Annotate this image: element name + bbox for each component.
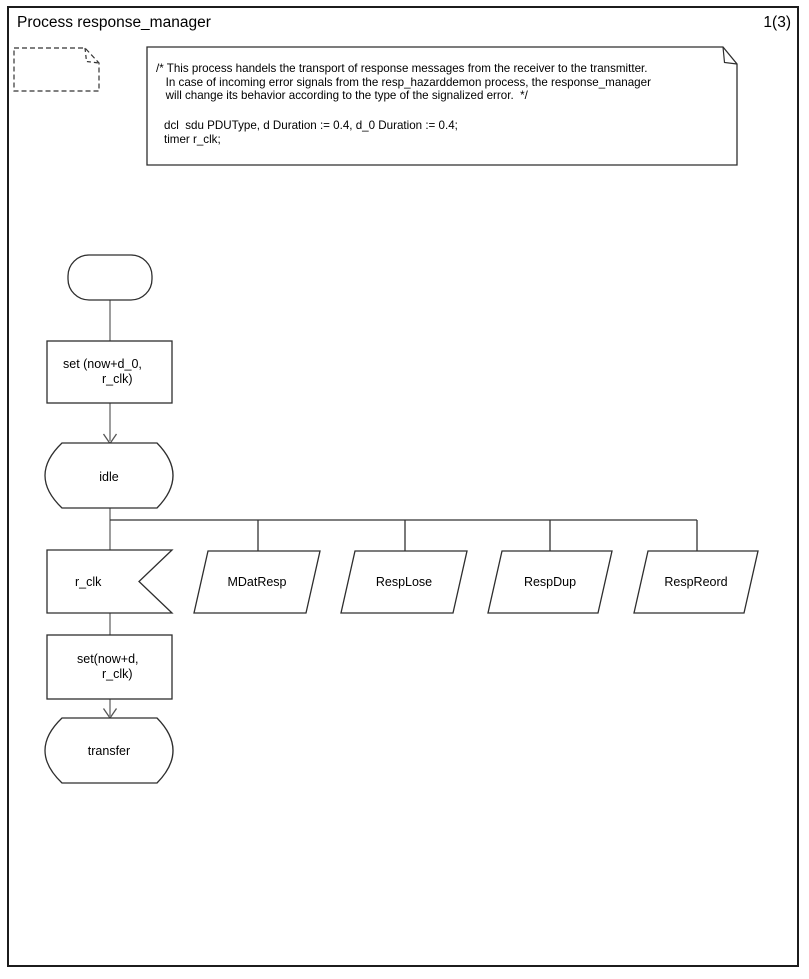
state-label: idle: [99, 470, 119, 484]
task-label-line1: set (now+d_0,: [63, 357, 142, 371]
comment-note-box: [146, 46, 738, 166]
signal-respreord: RespReord: [633, 550, 759, 614]
state-idle: idle: [44, 442, 174, 509]
signal-label: RespReord: [664, 575, 727, 589]
signal-respdup: RespDup: [487, 550, 613, 614]
task-set-timer: set(now+d, r_clk): [46, 634, 173, 700]
task-set-initial-timer: set (now+d_0, r_clk): [46, 340, 173, 404]
text-symbol-empty: [13, 47, 100, 92]
page-frame: [7, 6, 799, 967]
signal-label: MDatResp: [227, 575, 286, 589]
note-declarations-text: dcl sdu PDUType, d Duration := 0.4, d_0 …: [164, 119, 458, 146]
folded-corner-icon: [84, 47, 100, 64]
start-symbol: [67, 254, 153, 301]
signal-label: RespDup: [524, 575, 576, 589]
signal-mdatresp: MDatResp: [193, 550, 321, 614]
state-label: transfer: [88, 744, 130, 758]
folded-corner-icon: [722, 46, 738, 65]
signal-resplose: RespLose: [340, 550, 468, 614]
page-number: 1(3): [763, 14, 791, 31]
page-title: Process response_manager: [17, 14, 211, 31]
branch-lines: [110, 519, 698, 551]
signal-label: RespLose: [376, 575, 432, 589]
task-label-line1: set(now+d,: [77, 652, 139, 666]
input-label: r_clk: [75, 575, 102, 589]
note-comment-text: /* This process handels the transport of…: [156, 62, 651, 102]
input-r-clk: r_clk: [46, 549, 174, 614]
state-transfer: transfer: [44, 717, 174, 784]
task-label-line2: r_clk): [102, 372, 133, 386]
task-label-line2: r_clk): [102, 667, 133, 681]
